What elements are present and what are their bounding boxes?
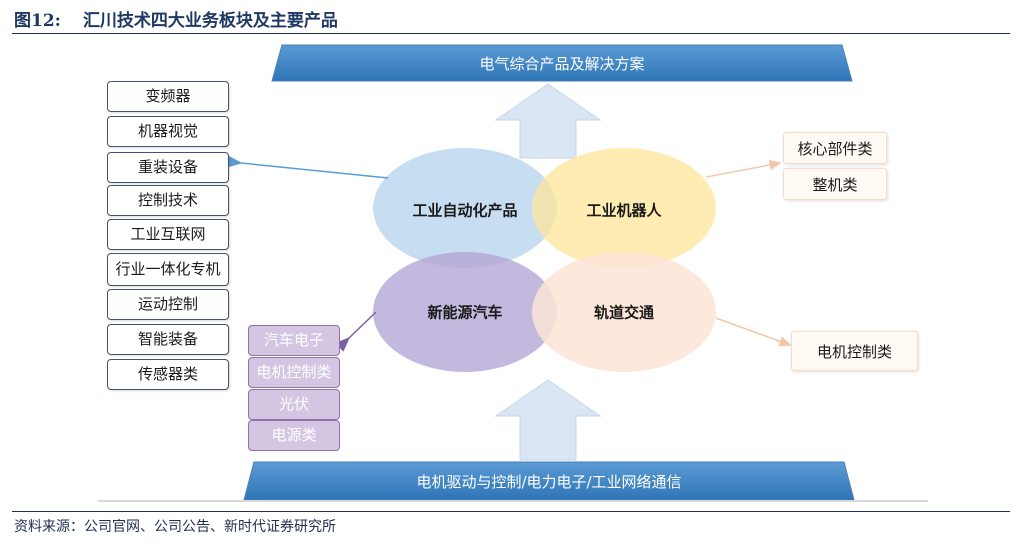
upper-up-arrow [494,83,602,159]
rail-product-box: 电机控制类 [791,331,918,371]
automation-connector-arrow [226,155,389,179]
automation-product-box: 机器视觉 [107,116,229,147]
circle-label-rail: 轨道交通 [593,303,655,322]
ev-product-box: 光伏 [248,389,340,420]
circle-ev [373,252,557,372]
automation-product-box: 行业一体化专机 [107,253,229,286]
top-banner-label: 电气综合产品及解决方案 [479,54,645,73]
figure-title: 图12: 汇川技术四大业务板块及主要产品 [14,6,338,31]
automation-product-box: 工业互联网 [107,219,229,250]
ev-product-box: 汽车电子 [248,325,340,356]
circle-robot [532,148,716,268]
ev-product-box: 电机控制类 [248,357,340,388]
baseline-divider [98,500,928,502]
robot-connector-arrow [705,159,782,178]
automation-product-box: 重装设备 [107,152,229,183]
bottom-banner-label: 电机驱动与控制/电力电子/工业网络通信 [416,472,682,491]
circle-automation [373,148,557,268]
automation-product-box: 智能装备 [107,324,229,355]
automation-product-box: 运动控制 [107,289,229,320]
lower-up-arrow [494,379,602,461]
ev-product-box: 电源类 [248,420,340,451]
automation-product-box: 传感器类 [107,359,229,390]
figure-number: 图12: [14,11,61,31]
rail-connector-arrow [715,317,792,347]
automation-product-box: 控制技术 [107,185,229,216]
circle-label-automation: 工业自动化产品 [412,201,518,220]
circle-label-robot: 工业机器人 [586,201,662,220]
bottom-rule [12,511,1010,512]
circle-label-ev: 新能源汽车 [427,303,503,322]
source-note: 资料来源：公司官网、公司公告、新时代证券研究所 [14,519,336,535]
top-banner-shape [271,44,853,82]
robot-product-box: 整机类 [783,168,887,200]
ev-connector-arrow [335,311,377,352]
figure-title-text: 汇川技术四大业务板块及主要产品 [82,11,338,31]
automation-product-box: 变频器 [107,81,229,112]
top-rule [12,33,1010,34]
robot-product-box: 核心部件类 [783,132,887,164]
circle-rail [532,252,716,372]
